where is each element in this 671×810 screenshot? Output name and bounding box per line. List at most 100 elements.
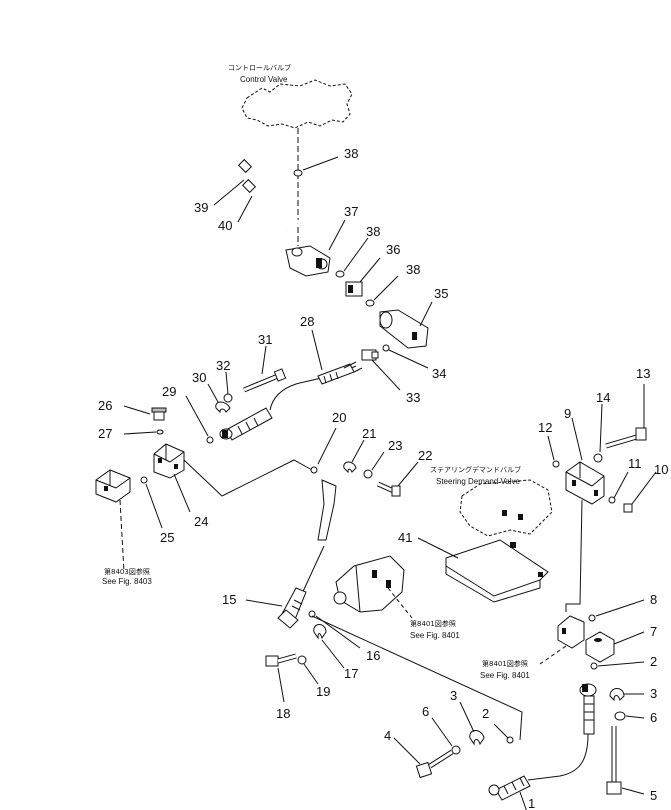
steering-valve-label-jp: ステアリングデマンドバルブ — [430, 465, 521, 474]
callout-2: 2 — [482, 706, 489, 721]
callout-4: 4 — [384, 728, 391, 743]
bolt-31 — [243, 368, 287, 393]
callout-16: 16 — [366, 648, 380, 663]
block-9 — [565, 461, 605, 505]
washer-6 — [614, 711, 626, 721]
bolt-40 — [241, 178, 290, 232]
callout-21: 21 — [362, 426, 376, 441]
washer-19 — [297, 655, 307, 665]
callout-34: 34 — [432, 366, 446, 381]
callout-20: 20 — [332, 410, 346, 425]
callout-10: 10 — [654, 462, 668, 477]
o-ring-25 — [140, 476, 148, 484]
callout-30: 30 — [192, 370, 206, 385]
pipe-line-3 — [565, 499, 583, 612]
ref-8403-jp: 第8403図参照 — [104, 567, 150, 576]
callout-3: 3 — [450, 688, 457, 703]
callout-11: 11 — [628, 456, 642, 471]
callout-12: 12 — [538, 420, 552, 435]
plug-26 — [151, 407, 167, 421]
washer-6-lower — [451, 745, 461, 755]
adapter-36 — [345, 281, 363, 297]
callout-25: 25 — [160, 530, 174, 545]
callout-38: 38 — [344, 146, 358, 161]
control-valve-label-jp: コントロールバルブ — [228, 63, 291, 72]
ref-8401a-en: See Fig. 8401 — [410, 631, 460, 640]
callout-1: 1 — [528, 796, 535, 810]
callout-23: 23 — [388, 438, 402, 453]
callout-15: 15 — [222, 592, 236, 607]
callout-18: 18 — [276, 706, 290, 721]
callout-22: 22 — [418, 448, 432, 463]
callout-5: 5 — [650, 788, 657, 803]
callout-38: 38 — [406, 262, 420, 277]
hose-28 — [269, 361, 363, 411]
o-ring-12 — [552, 460, 560, 468]
callout-26: 26 — [98, 398, 112, 413]
pipe-line-2 — [311, 615, 523, 741]
callout-40: 40 — [218, 218, 232, 233]
bolt-13 — [605, 427, 647, 449]
washer-32 — [223, 393, 233, 403]
o-ring-8 — [588, 614, 596, 622]
callout-2: 2 — [650, 654, 657, 669]
o-ring-34 — [382, 344, 390, 352]
ref-8401b-en: See Fig. 8401 — [480, 671, 530, 680]
hose-1 — [488, 683, 597, 801]
callout-32: 32 — [216, 358, 230, 373]
callout-41: 41 — [398, 530, 412, 545]
callout-9: 9 — [564, 406, 571, 421]
o-ring-16 — [308, 610, 316, 618]
hose-end — [219, 407, 273, 441]
pipe-line — [183, 459, 313, 497]
callout-3: 3 — [650, 686, 657, 701]
o-ring-29 — [206, 436, 214, 444]
block-ref-8403 — [95, 469, 131, 573]
ref-8401a-jp: 第8401図参照 — [410, 619, 456, 628]
washer-23 — [363, 469, 373, 479]
callout-6: 6 — [422, 704, 429, 719]
o-ring-38 — [293, 169, 303, 177]
o-ring-11 — [608, 496, 616, 504]
steering-demand-valve — [459, 479, 553, 537]
hose-15 — [277, 479, 337, 629]
o-ring-27 — [156, 429, 164, 435]
flange-35 — [379, 309, 429, 349]
adapter-7 — [585, 631, 615, 663]
steering-valve-label-en: Steering Demand Valve — [436, 477, 520, 486]
control-valve: コントロールバルブ Control Valve — [228, 63, 353, 246]
plug-10 — [623, 503, 633, 513]
callout-17: 17 — [344, 666, 358, 681]
washer-14 — [593, 453, 603, 463]
clamp-3-lower — [469, 730, 485, 746]
ref-8401b-jp: 第8401図参照 — [482, 659, 528, 668]
bolt-18 — [265, 653, 297, 667]
callout-35: 35 — [434, 286, 448, 301]
callout-37: 37 — [344, 204, 358, 219]
callout-31: 31 — [258, 332, 272, 347]
bolt-22 — [376, 481, 401, 497]
callout-33: 33 — [406, 390, 420, 405]
clamp-3 — [609, 688, 625, 702]
clamp-30 — [215, 401, 231, 414]
elbow-37 — [285, 245, 331, 277]
o-ring-38-low — [365, 299, 375, 307]
bracket-41 — [445, 539, 549, 603]
o-ring-20 — [310, 466, 318, 474]
callout-6: 6 — [650, 710, 657, 725]
control-valve-label-en: Control Valve — [240, 75, 288, 84]
o-ring-38-mid — [335, 270, 345, 278]
callout-27: 27 — [98, 426, 112, 441]
callout-7: 7 — [650, 624, 657, 639]
bolt-4 — [415, 749, 454, 779]
bolt-5 — [606, 726, 622, 795]
fitting-33 — [361, 349, 379, 361]
callout-29: 29 — [162, 384, 176, 399]
ref-8403-en: See Fig. 8403 — [102, 577, 152, 586]
callout-24: 24 — [194, 514, 208, 529]
callout-8: 8 — [650, 592, 657, 607]
callout-38: 38 — [366, 224, 380, 239]
clamp-21 — [343, 461, 357, 474]
